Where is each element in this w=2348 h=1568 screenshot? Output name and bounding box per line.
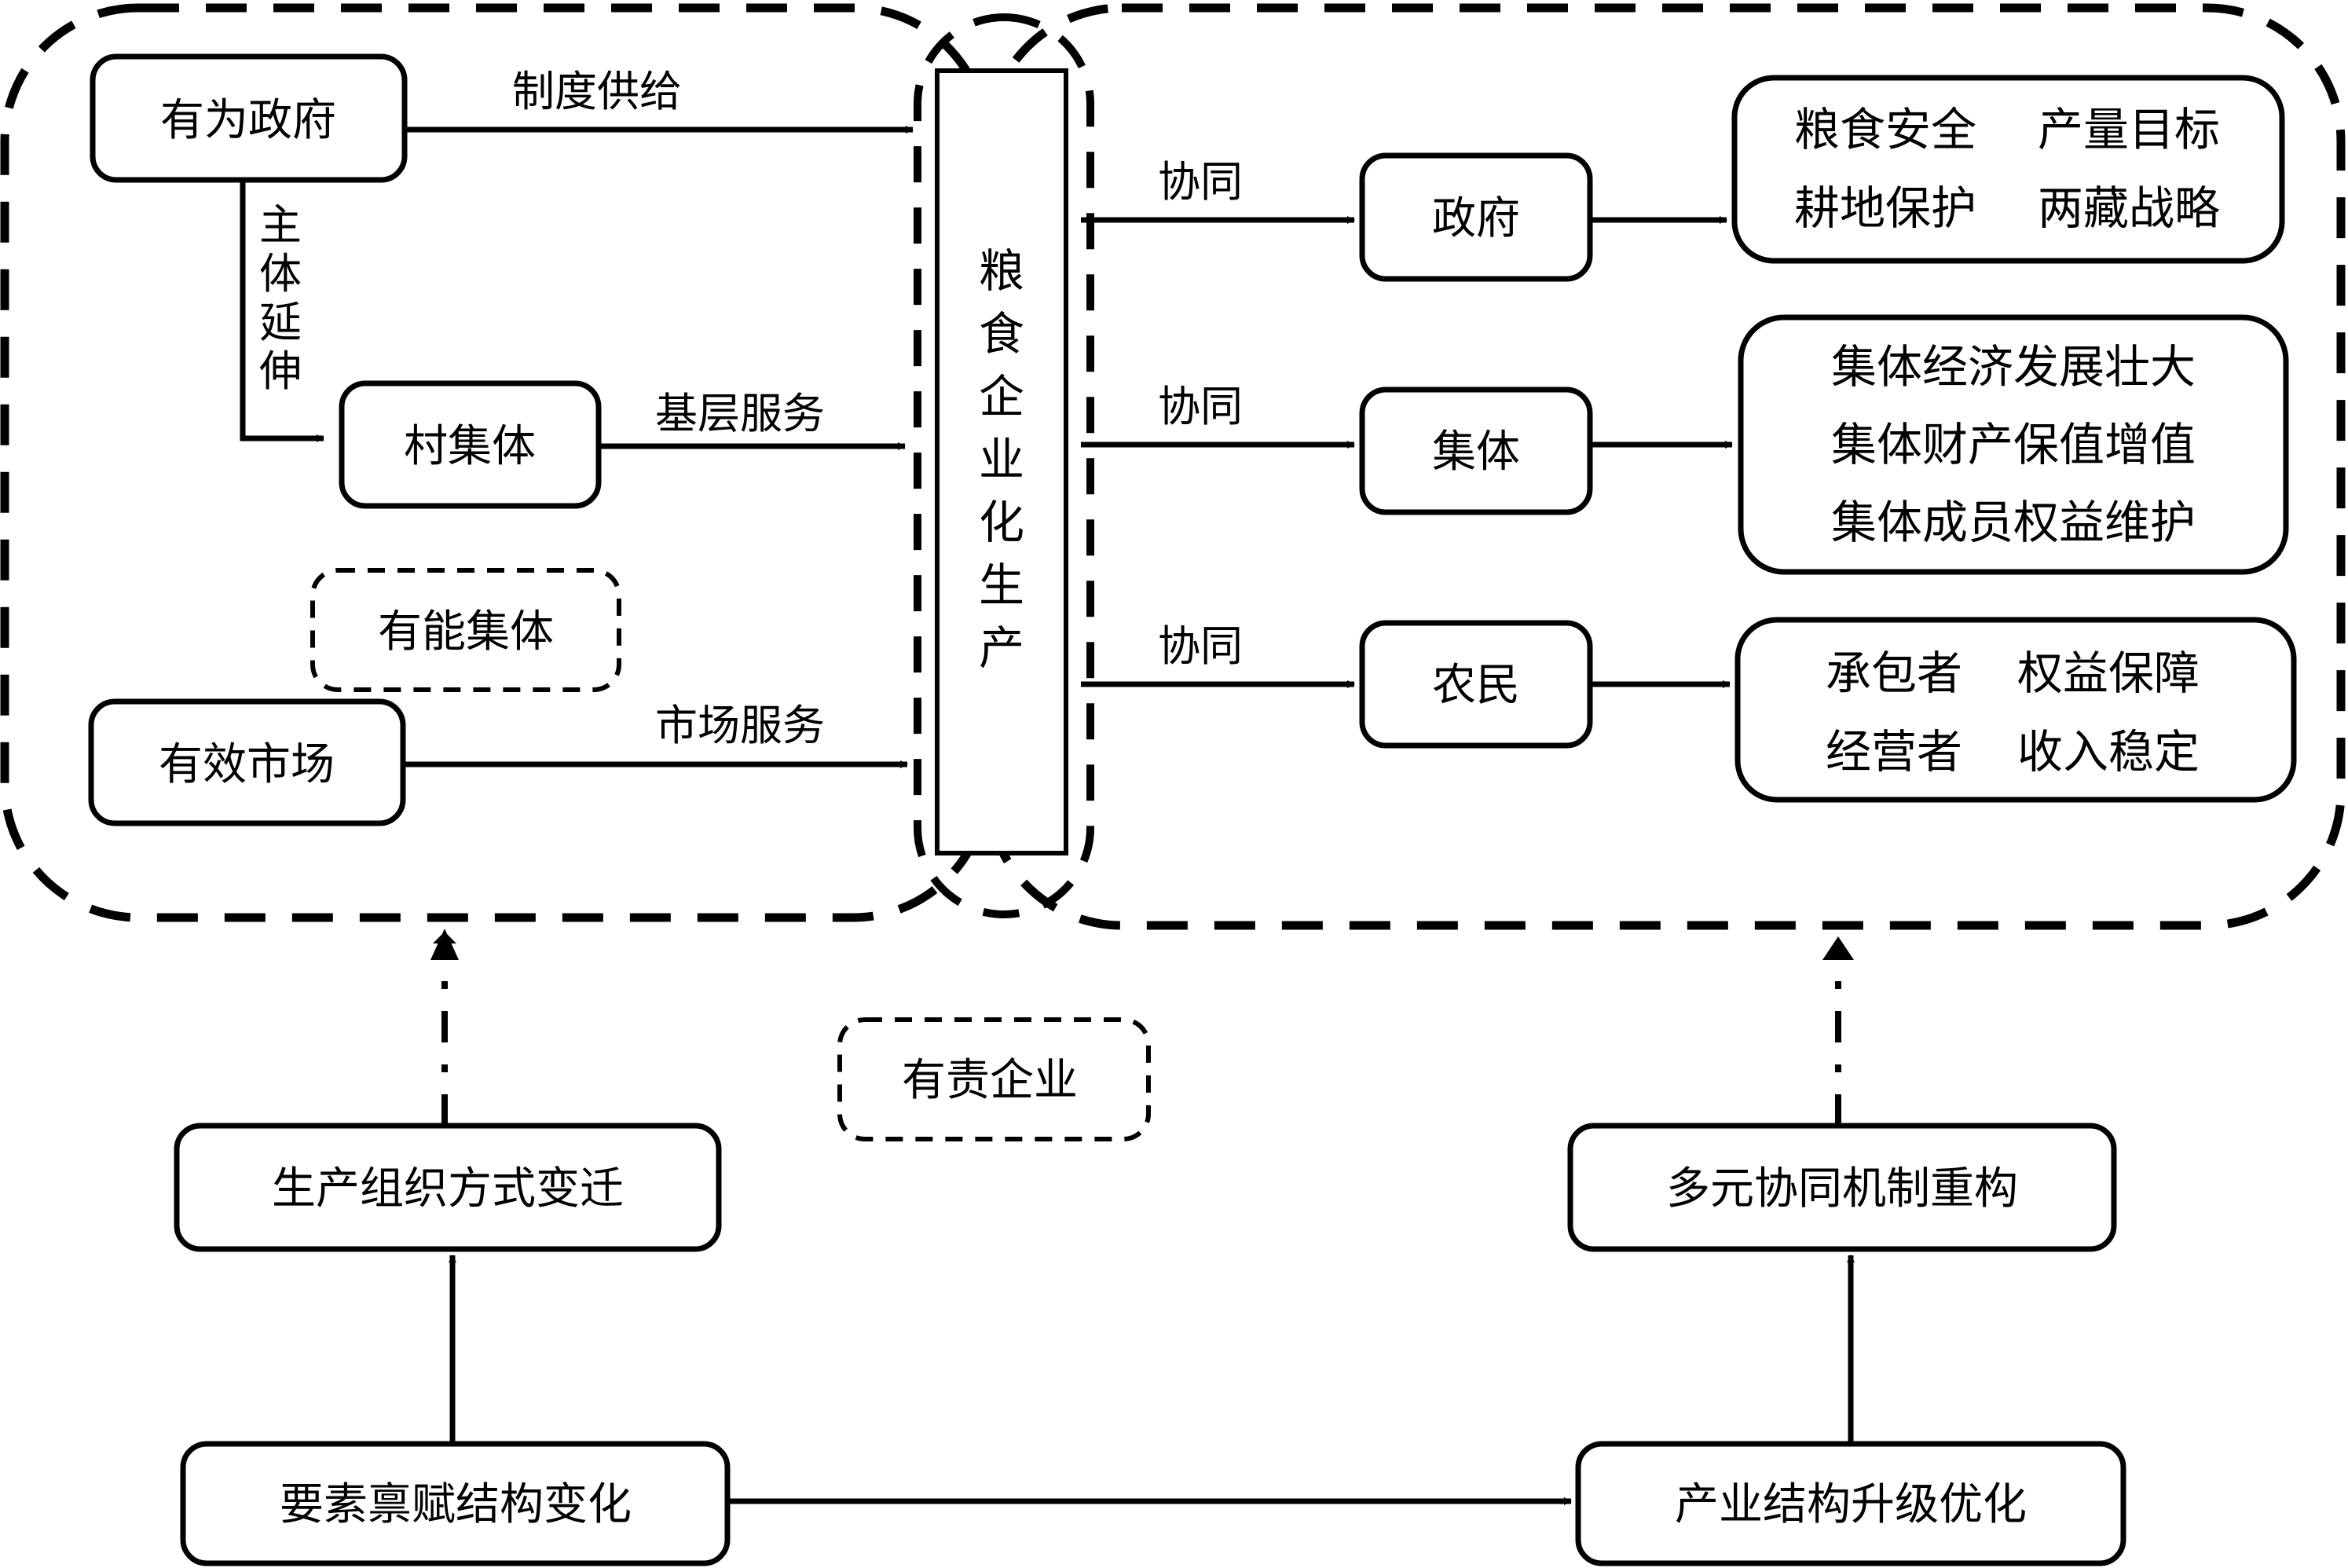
industrial-upgrade-label: 产业结构升级优化 (1675, 1479, 2027, 1530)
outcome-item: 集体财产保值增值 (1831, 418, 2196, 471)
capable-collective-label: 有能集体 (378, 606, 554, 658)
subject-extension-char: 体 (259, 249, 302, 299)
responsible-enterprise-label: 有责企业 (902, 1055, 1078, 1106)
factor-endowment-change-label: 要素禀赋结构变化 (280, 1479, 632, 1530)
outcome-item: 粮食安全 (1794, 103, 1976, 156)
village-collective-label: 村集体 (404, 421, 536, 472)
grain-enterprise-production-label: 粮 食 企 业 化 生 产 (979, 244, 1024, 675)
effective-government-box (90, 53, 408, 183)
grassroots-service-label: 基层服务 (655, 389, 825, 438)
synergy-label-farmers: 协同 (1158, 621, 1243, 671)
subject-extension-char: 伸 (259, 346, 302, 396)
outcome-item: 集体成员权益维护 (1831, 496, 2196, 549)
center-char: 化 (979, 496, 1024, 549)
synergy-label-government: 协同 (1158, 157, 1243, 207)
effective-market-label: 有效市场 (159, 739, 335, 790)
farmers-outcomes-box (1734, 617, 2297, 803)
synergy-mechanism-rebuild-label: 多元协同机制重构 (1666, 1163, 2018, 1214)
outcome-item: 耕地保护 (1794, 181, 1976, 235)
center-char: 食 (979, 307, 1024, 361)
synergy-mechanism-rebuild-box (1567, 1123, 2117, 1252)
outcome-item: 权益保障 (2017, 647, 2200, 700)
synergy-label-collective: 协同 (1158, 382, 1243, 431)
center-char: 粮 (979, 244, 1024, 298)
production-org-change-label: 生产组织方式变迁 (272, 1163, 624, 1214)
market-service-label: 市场服务 (655, 701, 825, 750)
collective-label: 集体 (1432, 427, 1520, 478)
center-char: 企 (979, 370, 1024, 423)
outcome-item: 两藏战略 (2038, 181, 2220, 235)
outcome-item: 承包者 (1826, 647, 1962, 700)
subject-extension-arrow (240, 180, 324, 442)
government-label: 政府 (1432, 193, 1520, 244)
collective-outcomes-box (1738, 314, 2289, 575)
outcome-item: 收入稳定 (2017, 725, 2200, 779)
subject-extension-char: 延 (259, 298, 302, 347)
enterprise-ellipse-boundary (914, 13, 1094, 918)
center-char: 生 (979, 559, 1024, 612)
outcome-item: 经营者 (1826, 725, 1962, 779)
synergy-to-right-region-arrowhead (1822, 936, 1854, 960)
subject-extension-char: 主 (259, 200, 302, 250)
center-char: 产 (979, 621, 1024, 675)
farmers-label: 农民 (1432, 660, 1520, 711)
outcome-item: 集体经济发展壮大 (1831, 340, 2196, 394)
institutional-supply-label: 制度供给 (512, 67, 682, 116)
grain-enterprise-production-box (935, 68, 1068, 855)
center-char: 业 (979, 433, 1024, 486)
capable-collective-box (310, 568, 621, 692)
collective-box (1359, 387, 1593, 515)
responsible-enterprise-box (837, 1017, 1151, 1141)
production-to-left-region-arrowhead-tip (430, 929, 459, 960)
government-outcomes-box (1731, 75, 2285, 264)
subject-extension-label: 主 体 延 伸 (259, 200, 302, 396)
outcome-item: 产量目标 (2038, 103, 2220, 156)
effective-government-label: 有为政府 (160, 95, 336, 146)
right-region-boundary (984, 3, 2346, 930)
